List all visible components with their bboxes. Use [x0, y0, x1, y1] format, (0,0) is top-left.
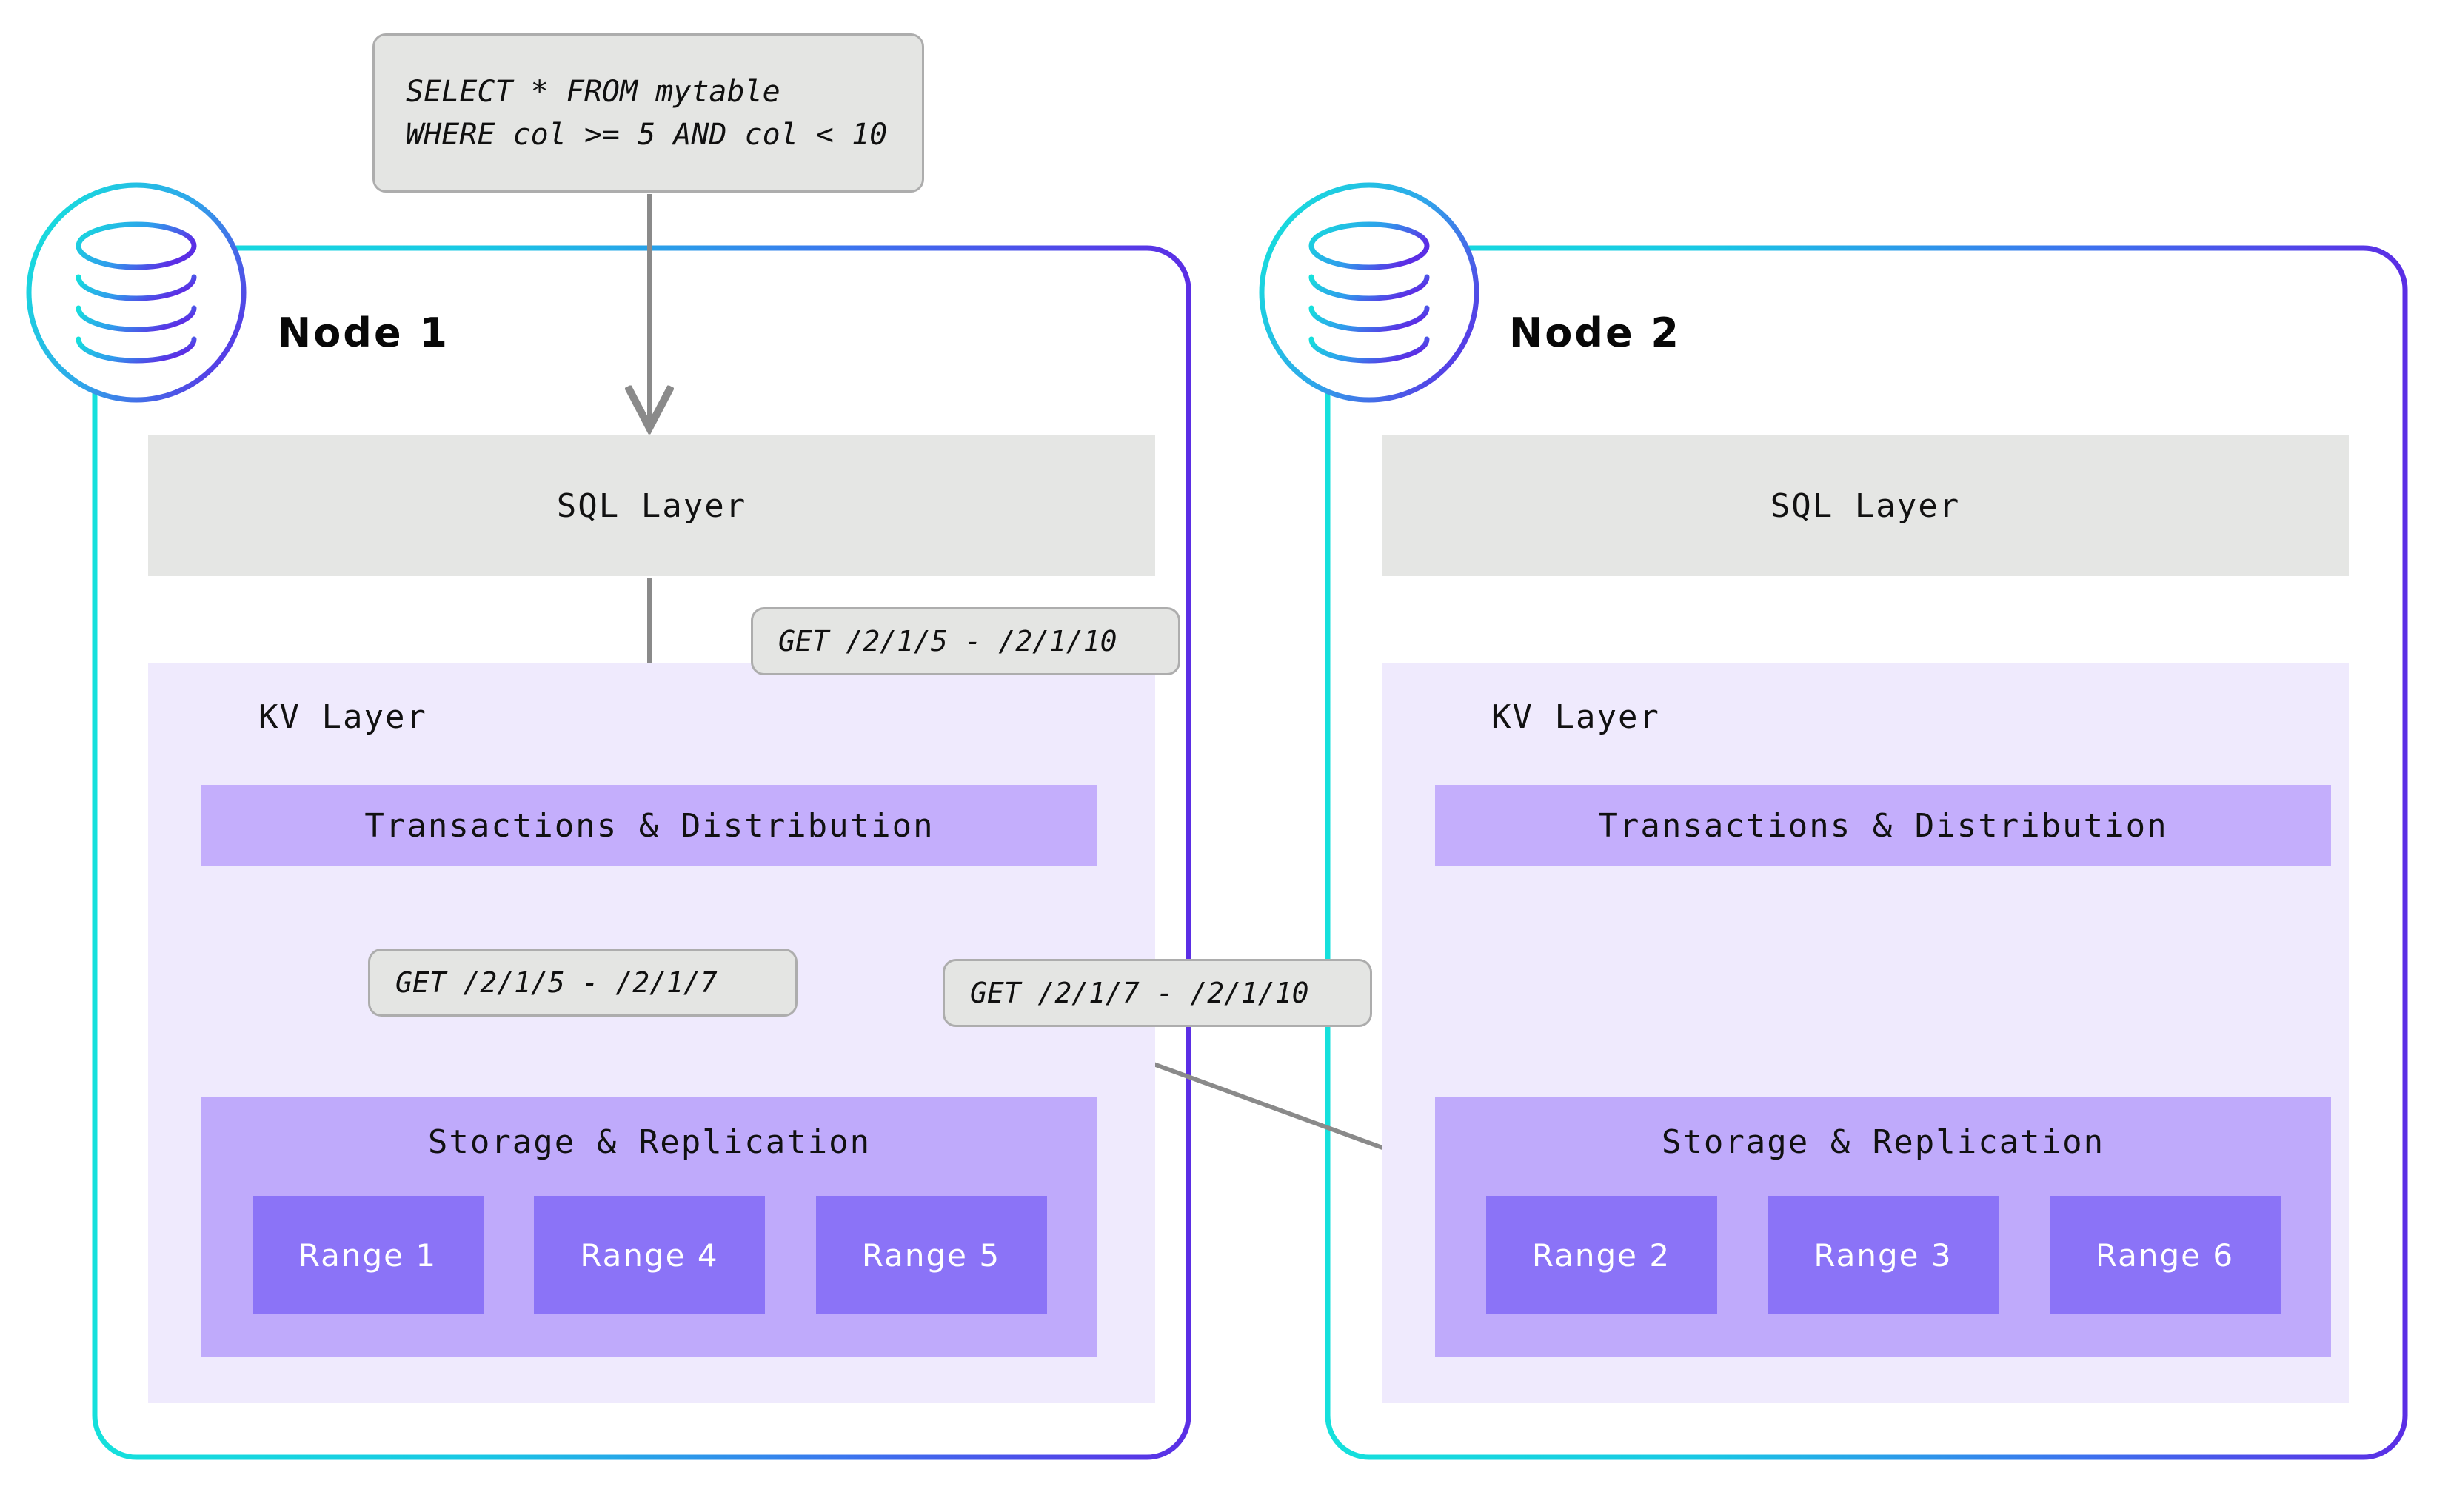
get-request-callout-sql-to-kv: GET /2/1/5 - /2/1/10	[751, 607, 1180, 675]
node-1-title: Node 1	[278, 310, 449, 356]
node-1-storage-replication-panel: Storage & Replication Range 1 Range 4 Ra…	[201, 1097, 1097, 1357]
range-box[interactable]: Range 1	[252, 1196, 484, 1314]
node-1-sql-layer: SQL Layer	[148, 435, 1155, 576]
node-2-database-icon	[1259, 182, 1479, 403]
range-box[interactable]: Range 5	[815, 1196, 1047, 1314]
node-1-range-row: Range 1 Range 4 Range 5	[201, 1196, 1097, 1314]
range-box[interactable]: Range 3	[1768, 1196, 1999, 1314]
range-box[interactable]: Range 4	[534, 1196, 765, 1314]
node-1-database-icon	[26, 182, 247, 403]
node-2-range-row: Range 2 Range 3 Range 6	[1435, 1196, 2331, 1314]
node-2-transactions-distribution-bar: Transactions & Distribution	[1435, 785, 2331, 866]
range-box[interactable]: Range 6	[2049, 1196, 2281, 1314]
get-request-callout-local-range: GET /2/1/5 - /2/1/7	[368, 949, 798, 1017]
sql-query-callout: SELECT * FROM mytable WHERE col >= 5 AND…	[372, 33, 924, 193]
node-1-kv-layer-label: KV Layer	[258, 698, 427, 736]
node-2-sql-layer: SQL Layer	[1382, 435, 2349, 576]
range-box[interactable]: Range 2	[1485, 1196, 1717, 1314]
node-2-title: Node 2	[1509, 310, 1681, 356]
node-1-transactions-distribution-bar: Transactions & Distribution	[201, 785, 1097, 866]
node-2-kv-layer-label: KV Layer	[1491, 698, 1660, 736]
node-2-storage-title: Storage & Replication	[1661, 1123, 2105, 1161]
node-2-storage-replication-panel: Storage & Replication Range 2 Range 3 Ra…	[1435, 1097, 2331, 1357]
node-1-storage-title: Storage & Replication	[427, 1123, 872, 1161]
get-request-callout-remote-range: GET /2/1/7 - /2/1/10	[943, 959, 1372, 1027]
